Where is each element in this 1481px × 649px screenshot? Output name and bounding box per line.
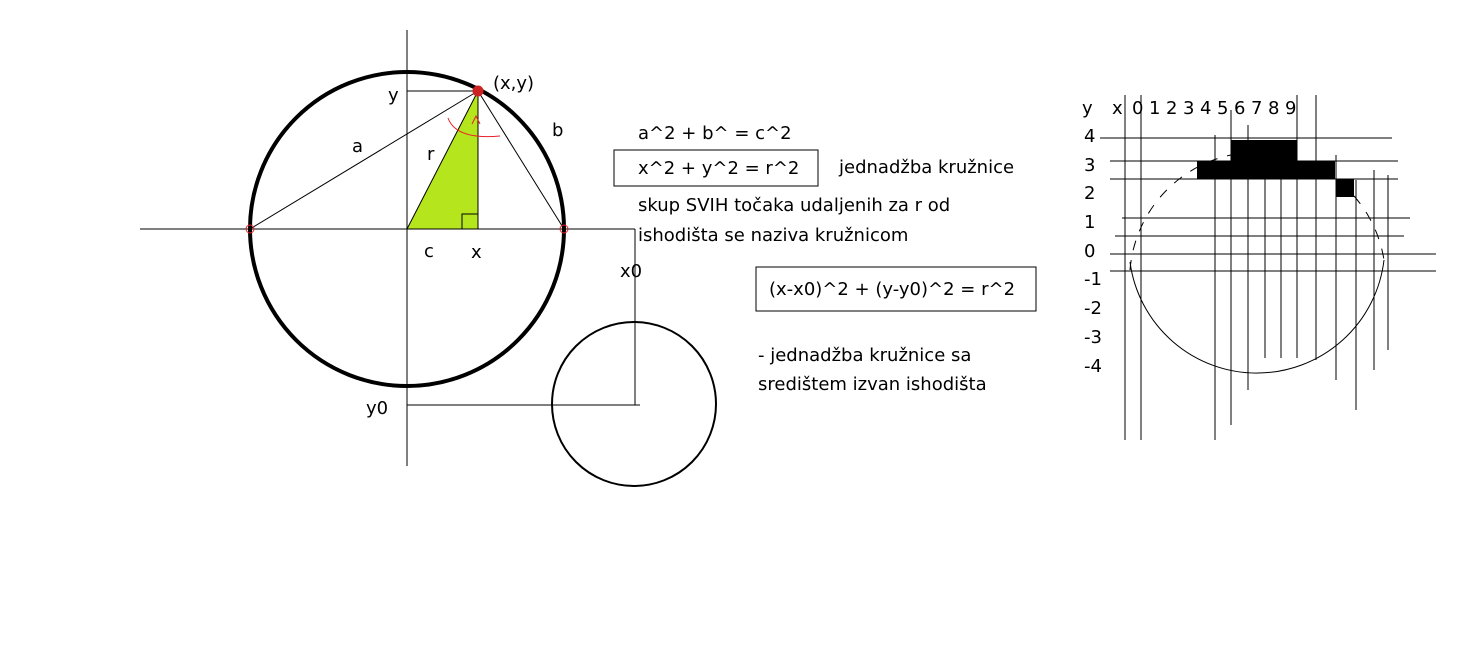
grid-circle-lower — [1129, 259, 1385, 374]
right-intersection — [559, 224, 569, 234]
formulas: a^2 + b^ = c^2 x^2 + y^2 = r^2 jednadžba… — [613, 123, 1037, 395]
x-tick: 7 — [1251, 98, 1262, 119]
pixel — [1231, 140, 1297, 161]
circle-formula-box — [613, 149, 819, 187]
label-b: b — [552, 120, 563, 141]
grid-y-label: y — [1082, 98, 1093, 119]
chord-a — [249, 90, 479, 230]
label-y: y — [388, 85, 399, 106]
right-triangle — [406, 90, 479, 230]
x-tick: 0 — [1132, 98, 1143, 119]
label-x: x — [471, 242, 482, 263]
shifted-formula-box — [755, 266, 1037, 312]
grid-circle-upper — [1129, 151, 1385, 271]
circle-formula: x^2 + y^2 = r^2 — [638, 158, 799, 179]
chord-b — [477, 90, 565, 230]
y-tick: 2 — [1084, 183, 1095, 204]
x-tick: 3 — [1183, 98, 1194, 119]
point-xy — [472, 85, 484, 97]
label-x0: x0 — [620, 261, 642, 282]
angle-arc — [447, 117, 501, 138]
grid-x-label: x — [1112, 98, 1123, 119]
label-y0: y0 — [366, 398, 388, 419]
grid-y-ticks: 4 3 2 1 0 -1 -2 -3 -4 — [1084, 126, 1102, 377]
x-tick: 8 — [1268, 98, 1279, 119]
right-angle-mark — [461, 213, 478, 229]
x-tick: 6 — [1234, 98, 1245, 119]
shifted-construction — [407, 229, 717, 487]
shifted-desc-line-1: - jednadžba kružnice sa — [758, 345, 971, 366]
y-tick: 3 — [1084, 155, 1095, 176]
shifted-desc-line-2: središtem izvan ishodišta — [758, 374, 987, 395]
y-tick: -1 — [1084, 269, 1102, 290]
label-r: r — [427, 144, 435, 165]
y-tick: -3 — [1084, 327, 1102, 348]
y-tick: 1 — [1084, 212, 1095, 233]
pixel — [1336, 179, 1354, 197]
pythagoras-formula: a^2 + b^ = c^2 — [638, 123, 792, 144]
label-point: (x,y) — [493, 73, 534, 94]
y-tick: 0 — [1084, 241, 1095, 262]
grid-x-ticks: 0 1 2 3 4 5 6 7 8 9 — [1132, 98, 1296, 119]
pixel — [1197, 161, 1335, 179]
x-tick: 5 — [1217, 98, 1228, 119]
label-a: a — [352, 136, 363, 157]
shifted-formula: (x-x0)^2 + (y-y0)^2 = r^2 — [769, 279, 1015, 300]
angle-arrow — [471, 114, 481, 125]
y-tick: -4 — [1084, 356, 1102, 377]
definition-line-1: skup SVIH točaka udaljenih za r od — [638, 195, 950, 216]
pixel-grid: y x 0 1 2 3 4 5 6 7 8 9 4 3 2 1 0 -1 -2 … — [1082, 95, 1436, 440]
main-construction: (x,y) y a b r c x x0 y0 — [140, 30, 642, 466]
y-tick: -2 — [1084, 298, 1102, 319]
shifted-circle — [551, 321, 717, 487]
x-tick: 9 — [1285, 98, 1296, 119]
x-tick: 4 — [1200, 98, 1211, 119]
filled-pixels — [1197, 140, 1354, 197]
definition-line-2: ishodišta se naziva kružnicom — [638, 225, 908, 246]
label-c: c — [424, 241, 434, 262]
x-tick: 1 — [1149, 98, 1160, 119]
x-tick: 2 — [1166, 98, 1177, 119]
circle-formula-name: jednadžba kružnice — [838, 157, 1014, 178]
y-tick: 4 — [1084, 126, 1095, 147]
left-intersection — [245, 224, 255, 234]
